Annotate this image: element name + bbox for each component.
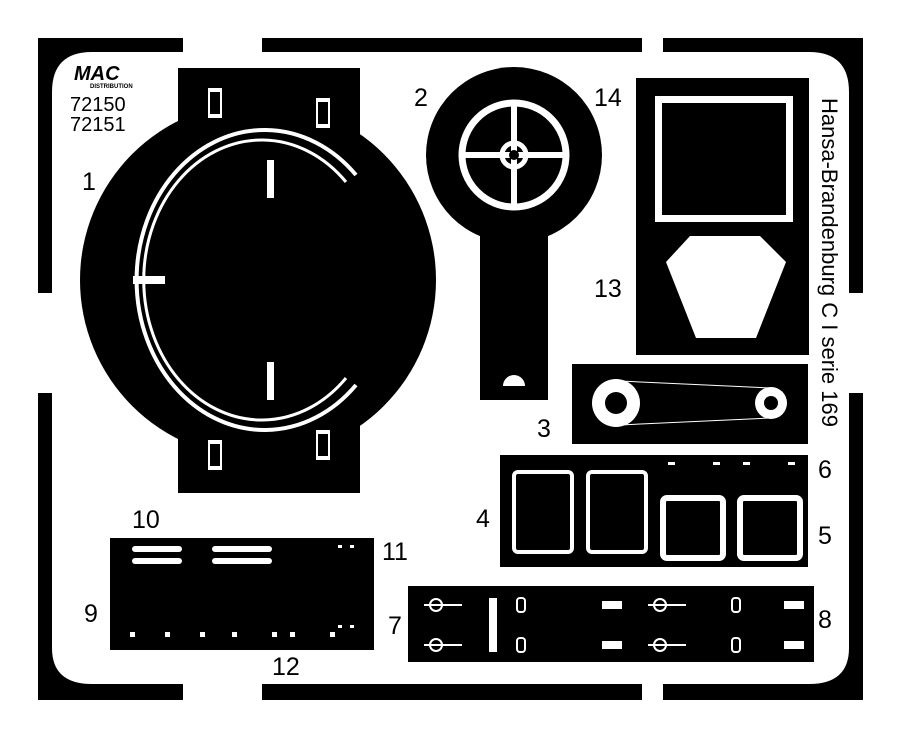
part-label-13: 13 [594,275,622,303]
brand-sub: DISTRIBUTION [90,84,133,90]
part-label-12: 12 [272,653,300,681]
part-label-11: 11 [382,538,408,566]
part-label-14: 14 [594,84,622,112]
part-13-14-panel [636,78,809,355]
sheet-title: Hansa-Brandenburg C I serie 169 [817,98,842,427]
part-9-12-panel [110,538,374,650]
part-label-3: 3 [537,415,551,443]
part-7-8-panel [408,586,814,662]
part-label-2: 2 [414,84,428,112]
fret-frame [38,38,863,700]
part-label-6: 6 [818,456,832,484]
product-code-1: 72150 [70,94,126,116]
part-3-link [572,364,808,444]
part-1-gun-ring [80,68,436,493]
part-label-10: 10 [132,506,160,534]
part-label-7: 7 [388,612,402,640]
part-4-5-6-panel [500,455,808,567]
part-labels: 1 2 3 4 5 6 7 8 9 10 11 12 13 14 [82,84,832,681]
part-label-9: 9 [84,600,98,628]
part-label-5: 5 [818,522,832,550]
brand-logo: MAC DISTRIBUTION [74,63,133,90]
part-label-8: 8 [818,606,832,634]
part-label-1: 1 [82,168,96,196]
product-code-2: 72151 [70,114,126,136]
part-label-4: 4 [476,505,490,533]
part-2-ring-sight [426,67,602,400]
brand-mark: MAC [74,63,120,85]
